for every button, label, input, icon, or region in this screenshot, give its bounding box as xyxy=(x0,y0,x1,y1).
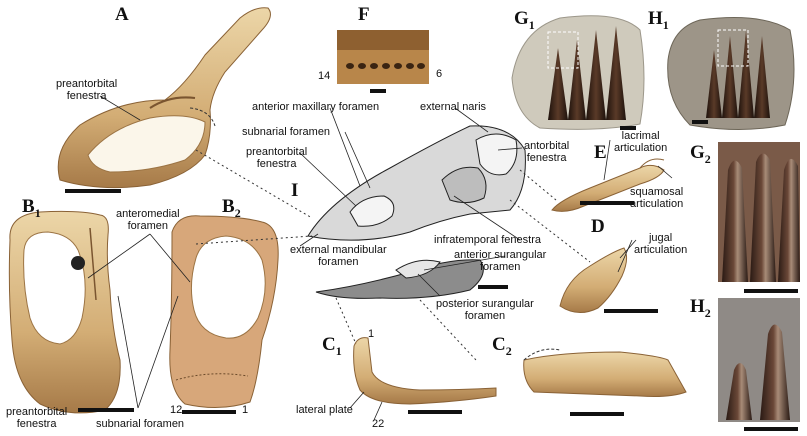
label-f-num-6: 6 xyxy=(436,68,443,80)
panel-letter-g2: G2 xyxy=(690,142,711,166)
label-c-num-22: 22 xyxy=(372,418,385,430)
label-f-num-14: 14 xyxy=(318,70,331,82)
specimen-b1 xyxy=(8,210,121,414)
scale-bar-i xyxy=(478,285,508,289)
label-i-subnarial: subnarial foramen xyxy=(242,126,331,138)
specimen-e xyxy=(551,158,665,212)
scale-bar-g2 xyxy=(744,289,798,293)
panel-letter-c2: C2 xyxy=(492,334,512,358)
connector-lines xyxy=(195,149,591,361)
label-i-anterior-maxillary: anterior maxillary foramen xyxy=(252,101,380,113)
panel-letter-f: F xyxy=(358,4,370,25)
scale-bar-h2 xyxy=(744,427,798,431)
label-b-subnarial: subnarial foramen xyxy=(96,418,185,430)
specimen-g2 xyxy=(718,142,800,282)
specimen-b2 xyxy=(169,215,279,409)
panel-letter-h2: H2 xyxy=(690,296,711,320)
skull-reconstruction xyxy=(307,125,526,299)
specimen-c1 xyxy=(353,337,497,405)
scale-bar-c2 xyxy=(570,412,624,416)
specimen-h1 xyxy=(667,17,795,130)
panel-letter-g1: G1 xyxy=(514,8,535,32)
specimen-c2 xyxy=(523,348,687,397)
panel-letter-a: A xyxy=(115,4,129,25)
panel-letter-i: I xyxy=(291,180,299,201)
panel-letter-c1: C1 xyxy=(322,334,342,358)
label-b-num-1: 1 xyxy=(242,404,249,416)
label-b-num-12: 12 xyxy=(170,404,183,416)
specimen-a xyxy=(57,7,271,189)
scale-bar-b1 xyxy=(78,408,134,412)
scale-bar-c1 xyxy=(408,410,462,414)
scale-bar-a xyxy=(65,189,121,193)
specimen-d xyxy=(559,247,628,313)
scale-bar-f xyxy=(370,89,386,93)
panel-letter-d: D xyxy=(591,216,605,237)
scale-bar-d xyxy=(604,309,658,313)
specimen-h2 xyxy=(718,298,800,422)
panel-letter-b2: B2 xyxy=(222,196,241,220)
panel-letter-e: E xyxy=(594,142,607,163)
specimen-f xyxy=(337,30,429,84)
panel-letter-b1: B1 xyxy=(22,196,41,220)
panel-letter-h1: H1 xyxy=(648,8,669,32)
label-i-infratemporal: infratemporal fenestra xyxy=(434,234,541,246)
scale-bar-h1 xyxy=(692,120,708,124)
label-c-num-1: 1 xyxy=(368,328,375,340)
leader-lines xyxy=(87,95,673,421)
label-c-lateral-plate: lateral plate xyxy=(296,404,353,416)
specimen-g1 xyxy=(511,15,645,130)
scale-bar-e xyxy=(580,201,634,205)
label-i-external-naris: external naris xyxy=(420,101,487,113)
scale-bar-b2 xyxy=(182,410,236,414)
scale-bar-g1 xyxy=(620,126,636,130)
